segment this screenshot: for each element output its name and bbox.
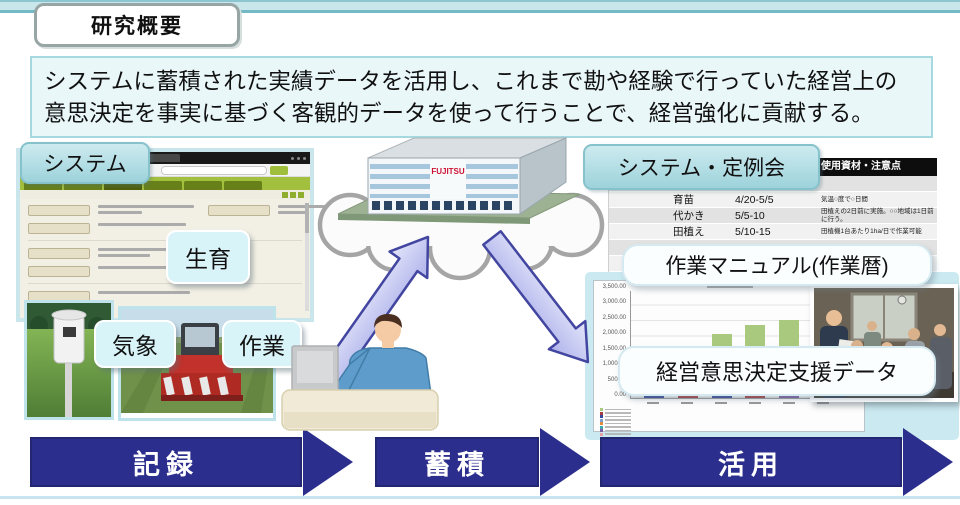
flow-arrowhead-icon [303, 428, 353, 496]
window-button-icon [303, 156, 306, 160]
fujitsu-building: FUJITSU [337, 137, 581, 224]
work-manual-label: 作業マニュアル(作業暦) [622, 244, 932, 286]
flow-arrowhead-icon [903, 428, 953, 496]
mini-chart-xticks [630, 402, 846, 404]
worker-illustration [281, 314, 439, 431]
nav-tab [224, 181, 262, 190]
tag-weather: 気象 [94, 320, 176, 368]
browser-tab [128, 154, 180, 162]
system-meeting-label: システム・定例会 [583, 144, 820, 190]
system-label: システム [20, 142, 150, 184]
window-button-icon [291, 156, 294, 160]
table-row: 育苗 4/20-5/5 気温○度で○日間 [609, 192, 937, 208]
form-button [28, 248, 90, 259]
form-button [28, 266, 90, 277]
scrollbar [305, 203, 309, 311]
fujitsu-logo: FUJITSU [431, 167, 465, 176]
nav-tab [64, 181, 102, 190]
flow-step-accumulate: 蓄積 [375, 437, 539, 487]
page-title: 研究概要 [34, 3, 240, 47]
table-row: 田植え 5/10-15 田植機1台あたり1ha/日で作業可能 [609, 224, 937, 240]
center-illustration: FUJITSU [281, 137, 605, 431]
summary-line-1: システムに蓄積された実績データを活用し、これまで勘や経験で行っていた経営上の [44, 69, 898, 94]
tag-growth: 生育 [166, 230, 250, 284]
pager-icon [290, 191, 296, 198]
nav-tab [184, 181, 222, 190]
pager-icon [298, 191, 304, 198]
form-button [28, 205, 90, 216]
search-button [270, 165, 288, 175]
table-row: 代かき 5/5-10 田植えの2日前に実施。○○地域は1日前に行う。 [609, 208, 937, 224]
nav-tab [24, 181, 62, 190]
form-button [208, 205, 270, 216]
header-rule [0, 0, 960, 13]
summary-line-2: 意思決定を事実に基づく客観的データを使って行うことで、経営強化に貢献する。 [44, 100, 874, 126]
nav-tab [144, 181, 182, 190]
app-form-area [20, 199, 334, 318]
mini-chart-legend [600, 408, 631, 436]
search-input [161, 165, 267, 175]
cloud-icon [317, 192, 605, 281]
tag-work: 作業 [222, 320, 302, 368]
flow-step-label: 記録 [133, 449, 199, 480]
table-header-note: 使用資材・注意点 [821, 161, 901, 173]
nav-tab-selected [104, 181, 142, 190]
pager-icon [282, 191, 288, 198]
window-button-icon [297, 156, 300, 160]
upload-arrow [301, 235, 430, 410]
chart-title-placeholder [707, 285, 753, 288]
flow-step-utilize: 活用 [600, 437, 902, 487]
app-sub-bar [20, 190, 310, 199]
flow-step-record: 記録 [30, 437, 302, 487]
summary-text: システムに蓄積された実績データを活用し、これまで勘や経験で行っていた経営上の 意… [30, 56, 933, 138]
flow-arrowhead-icon [540, 428, 590, 496]
decision-data-label: 経営意思決定支援データ [618, 346, 936, 396]
flow-step-label: 蓄積 [424, 449, 490, 480]
form-button [28, 223, 90, 234]
flow-step-label: 活用 [718, 449, 784, 480]
footer-rule [0, 496, 960, 499]
